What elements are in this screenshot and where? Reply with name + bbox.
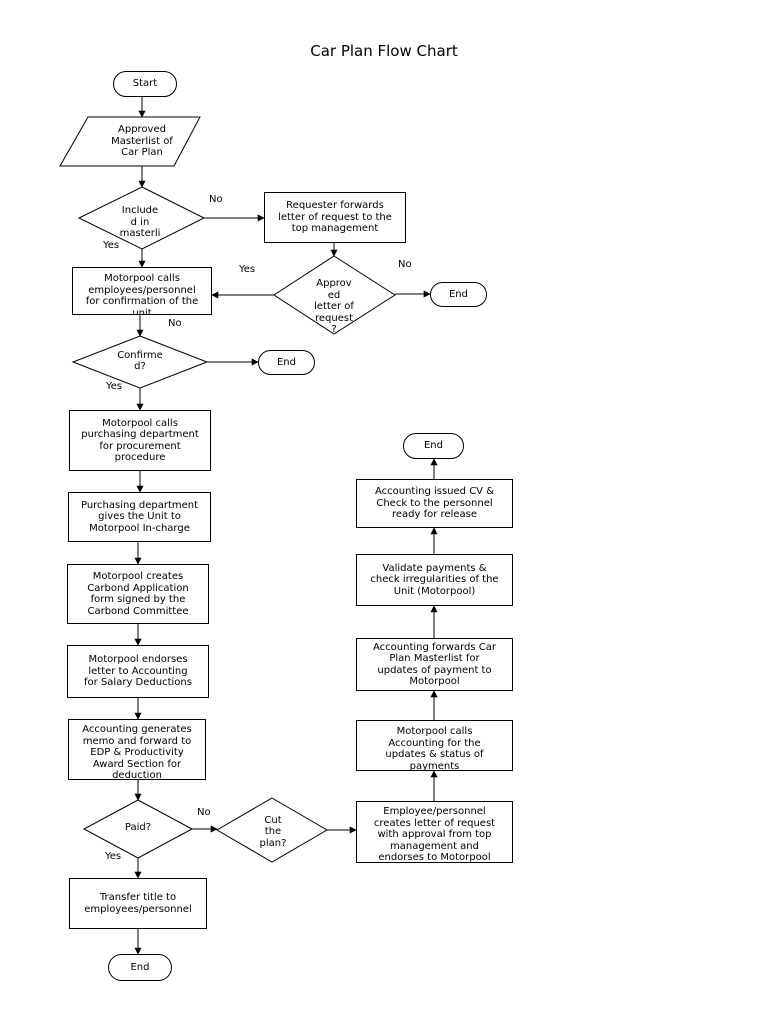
edge-label-included-no: No	[209, 194, 223, 205]
end-label: End	[276, 356, 296, 368]
paid-decision-text: Paid?	[124, 822, 152, 834]
cut-plan-decision-text: Cut the plan?	[259, 814, 287, 849]
cut-plan-decision-diamond	[216, 797, 328, 863]
motorpool-calls-accounting-box: Motorpool calls Accounting for the updat…	[356, 720, 513, 771]
end-terminator-final: End	[108, 954, 172, 981]
included-decision-text: Include d in masterli st?	[119, 205, 161, 240]
purchasing-gives-unit-box: Purchasing department gives the Unit to …	[68, 492, 211, 542]
validate-payments-box: Validate payments & check irregularities…	[356, 554, 513, 606]
motorpool-calls-purchasing-box: Motorpool calls purchasing department fo…	[69, 410, 211, 471]
end-terminator-release: End	[403, 433, 464, 459]
edge-label-approved-yes: Yes	[239, 264, 256, 275]
accounting-issued-cv-box: Accounting issued CV & Check to the pers…	[356, 479, 513, 528]
edge-label-confirmed-no: No	[168, 318, 182, 329]
transfer-title-box: Transfer title to employees/personnel	[69, 878, 207, 929]
end-label: End	[423, 440, 443, 452]
chart-title: Car Plan Flow Chart	[310, 42, 458, 60]
end-terminator-confirmed: End	[258, 350, 315, 375]
accounting-forwards-masterlist-box: Accounting forwards Car Plan Masterlist …	[356, 638, 513, 691]
employee-creates-letter-box: Employee/personnel creates letter of req…	[356, 801, 513, 863]
endorses-letter-box: Motorpool endorses letter to Accounting …	[67, 645, 209, 698]
approved-letter-decision-text: Approv ed letter of request ?	[314, 278, 354, 334]
accounting-generates-memo-box: Accounting generates memo and forward to…	[68, 719, 206, 780]
end-terminator-approval: End	[430, 282, 487, 307]
edge-label-included-yes: Yes	[103, 240, 120, 251]
confirmed-decision-text: Confirme d?	[117, 349, 163, 373]
approved-masterlist-text: Approved Masterlist of Car Plan	[111, 124, 173, 159]
end-label: End	[130, 961, 150, 973]
motorpool-calls-confirmation-box: Motorpool calls employees/personnel for …	[72, 267, 212, 315]
edge-label-approved-no: No	[398, 259, 412, 270]
start-label: Start	[132, 78, 158, 90]
approved-masterlist-parallelogram	[59, 116, 201, 167]
edge-label-paid-no: No	[197, 807, 211, 818]
carbond-application-box: Motorpool creates Carbond Application fo…	[67, 564, 209, 624]
end-label: End	[448, 288, 468, 300]
start-terminator: Start	[113, 71, 177, 97]
edge-label-paid-yes: Yes	[105, 851, 122, 862]
approved-letter-decision-diamond	[273, 255, 396, 335]
requester-forwards-box: Requester forwards letter of request to …	[264, 192, 406, 243]
edge-label-confirmed-yes: Yes	[106, 381, 123, 392]
